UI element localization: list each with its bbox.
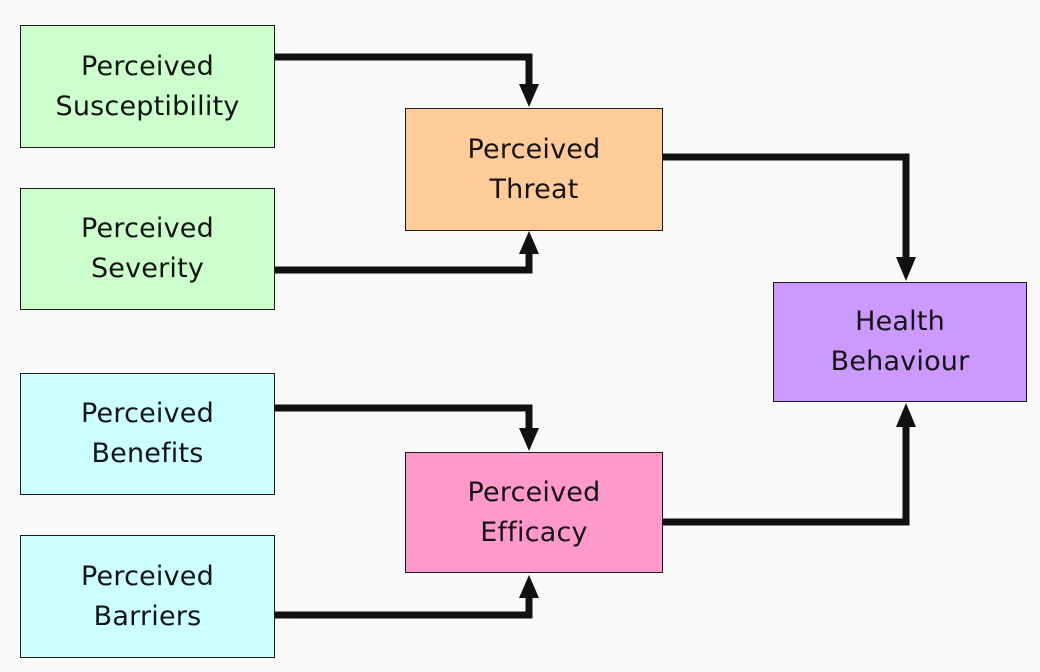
node-health-behaviour-label: Health Behaviour	[830, 306, 970, 377]
arrow-benefits-to-efficacy	[275, 404, 539, 451]
node-perceived-susceptibility-label: Perceived Susceptibility	[55, 50, 240, 122]
arrow-susceptibility-to-threat	[275, 53, 539, 107]
node-perceived-barriers-label: Perceived Barriers	[81, 560, 214, 632]
node-perceived-efficacy: Perceived Efficacy	[405, 452, 663, 573]
node-health-behaviour: Health Behaviour	[773, 282, 1027, 402]
node-perceived-threat: Perceived Threat	[405, 108, 663, 231]
node-perceived-severity-label: Perceived Severity	[81, 213, 214, 284]
arrow-barriers-to-efficacy	[275, 575, 539, 619]
node-perceived-threat-label: Perceived Threat	[467, 133, 601, 205]
node-perceived-barriers: Perceived Barriers	[20, 535, 275, 658]
arrow-threat-to-behaviour	[663, 153, 916, 281]
node-perceived-severity: Perceived Severity	[20, 188, 275, 310]
node-perceived-efficacy-label: Perceived Efficacy	[467, 476, 601, 548]
node-perceived-susceptibility: Perceived Susceptibility	[20, 25, 275, 148]
arrow-severity-to-threat	[275, 231, 539, 274]
node-perceived-benefits: Perceived Benefits	[20, 373, 275, 495]
node-perceived-benefits-label: Perceived Benefits	[81, 398, 214, 469]
arrow-efficacy-to-behaviour	[663, 403, 916, 526]
